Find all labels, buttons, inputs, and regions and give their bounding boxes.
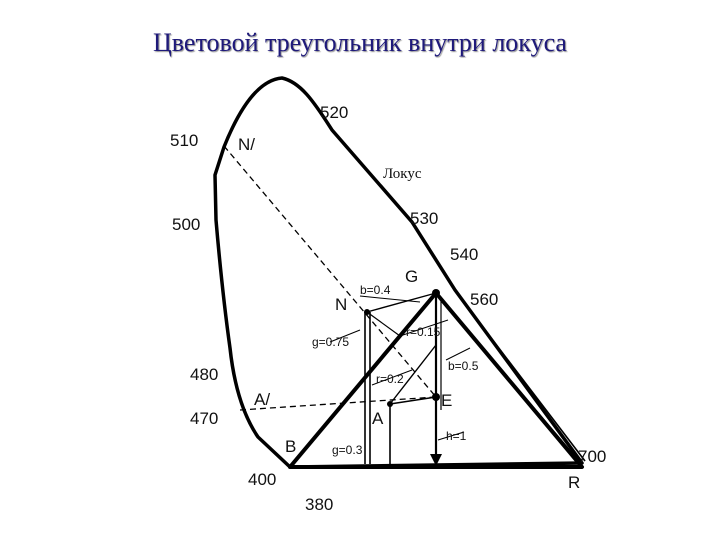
wavelength-540-label: 540 (450, 245, 478, 264)
r015-leader (399, 319, 449, 337)
a-to-e-line (389, 396, 437, 405)
wavelength-530-label: 530 (410, 209, 438, 228)
point-e-marker (432, 393, 440, 401)
param-r015-label: r=0.15 (406, 325, 441, 339)
n-to-b-line (329, 329, 361, 343)
point-n-marker (364, 309, 370, 315)
wavelength-560-label: 560 (470, 290, 498, 309)
wavelength-520-label: 520 (320, 103, 348, 122)
point-e-label: E (441, 391, 452, 410)
wavelength-700-label: 700 (578, 447, 606, 466)
point-r-label: R (568, 473, 580, 492)
wavelength-500-label: 500 (172, 215, 200, 234)
r02-leader (371, 369, 413, 386)
point-n-prime-label: N/ (238, 135, 255, 154)
e-arrow-head (430, 454, 442, 466)
n-to-g-line (366, 292, 437, 313)
dashed-line-n-prime (223, 145, 437, 398)
page-title: Цветовой треугольник внутри локуса (153, 28, 567, 57)
wavelength-510-label: 510 (170, 131, 198, 150)
point-g-marker (432, 289, 440, 297)
point-a-prime-label: A/ (254, 390, 270, 409)
param-g03-label: g=0.3 (332, 443, 363, 457)
wavelength-380-label: 380 (305, 495, 333, 514)
dashed-line-a-prime (239, 396, 437, 411)
point-g-label: G (405, 267, 418, 286)
a-to-g-line (389, 344, 437, 405)
param-g075-label: g=0.75 (312, 335, 349, 349)
locus-label: Локус (383, 166, 422, 182)
point-a-label: A (372, 409, 384, 428)
b05-leader (445, 347, 471, 361)
spectral-locus-curve (213, 76, 584, 469)
wavelength-480-label: 480 (190, 365, 218, 384)
param-r02-label: r=0.2 (376, 372, 404, 386)
h1-leader (437, 431, 465, 441)
wavelength-470-label: 470 (190, 409, 218, 428)
b04-leader (359, 295, 421, 303)
n-to-r-line (366, 311, 401, 337)
param-b05-label: b=0.5 (448, 359, 479, 373)
param-h1-label: h=1 (446, 429, 467, 443)
triangle-edge-gr-outer (455, 291, 586, 462)
triangle-edge-gr-inner (441, 299, 579, 461)
param-b04-label: b=0.4 (360, 283, 391, 297)
wavelength-400-label: 400 (248, 470, 276, 489)
point-a-marker (387, 401, 393, 407)
point-b-label: B (285, 437, 296, 456)
point-n-label: N (335, 295, 347, 314)
